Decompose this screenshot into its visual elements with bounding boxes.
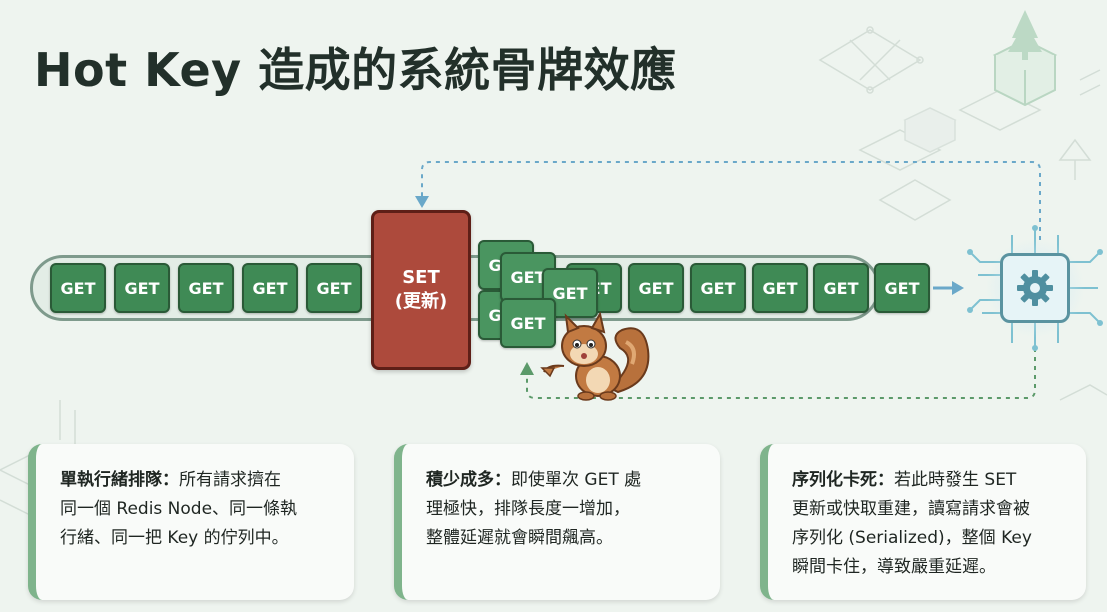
set-sub-label: (更新)	[394, 291, 448, 312]
set-label: SET	[402, 267, 440, 288]
info-card-single-thread: 單執行緒排隊：所有請求擠在 同一個 Redis Node、同一條執 行緒、同一把…	[28, 444, 354, 600]
squirrel-mascot-icon	[540, 312, 650, 401]
card-text: 瞬間卡住，導致嚴重延遲。	[792, 557, 996, 577]
get-request-chip: GET	[752, 263, 808, 313]
card-heading: 單執行緒排隊：	[60, 470, 179, 490]
info-card-accumulation: 積少成多：即使單次 GET 處 理極快，排隊長度一增加， 整體延遲就會瞬間飆高。	[394, 444, 720, 600]
top-loop-arrowhead	[415, 196, 429, 208]
page-title: Hot Key 造成的系統骨牌效應	[34, 43, 677, 97]
get-request-chip: GET	[114, 263, 170, 313]
get-request-chip: GET	[242, 263, 298, 313]
get-request-chip: GET	[690, 263, 746, 313]
card-text: 同一個 Redis Node、同一條執	[60, 499, 298, 519]
card-text: 序列化 (Serialized)，整個 Key	[792, 528, 1032, 548]
lane-to-cpu-arrowhead	[952, 281, 964, 295]
stacked-get-chip: GET	[500, 298, 556, 348]
card-heading: 積少成多：	[426, 470, 511, 490]
card-text: 行緒、同一把 Key 的佇列中。	[60, 528, 289, 548]
get-request-chip: GET	[813, 263, 869, 313]
get-request-chip: GET	[874, 263, 930, 313]
top-loop-arrow	[421, 161, 1041, 240]
card-text: 即使單次 GET 處	[511, 470, 642, 490]
card-text: 所有請求擠在	[179, 470, 281, 490]
card-text: 整體延遲就會瞬間飆高。	[426, 528, 613, 548]
set-update-block: SET (更新)	[371, 210, 471, 370]
stacked-get-chip: GET	[542, 268, 598, 318]
get-request-chip: GET	[178, 263, 234, 313]
card-heading: 序列化卡死：	[792, 470, 894, 490]
get-request-chip: GET	[306, 263, 362, 313]
redis-node-cpu-icon	[1000, 253, 1070, 323]
card-text: 理極快，排隊長度一增加，	[426, 499, 630, 519]
gear-icon	[1017, 270, 1053, 306]
bottom-loop-arrow	[526, 330, 1036, 399]
card-text: 更新或快取重建，讀寫請求會被	[792, 499, 1030, 519]
bottom-loop-arrowhead	[520, 362, 534, 375]
get-request-chip: GET	[50, 263, 106, 313]
card-text: 若此時發生 SET	[894, 470, 1017, 490]
get-request-chip: GET	[628, 263, 684, 313]
info-card-serialization: 序列化卡死：若此時發生 SET 更新或快取重建，讀寫請求會被 序列化 (Seri…	[760, 444, 1086, 600]
